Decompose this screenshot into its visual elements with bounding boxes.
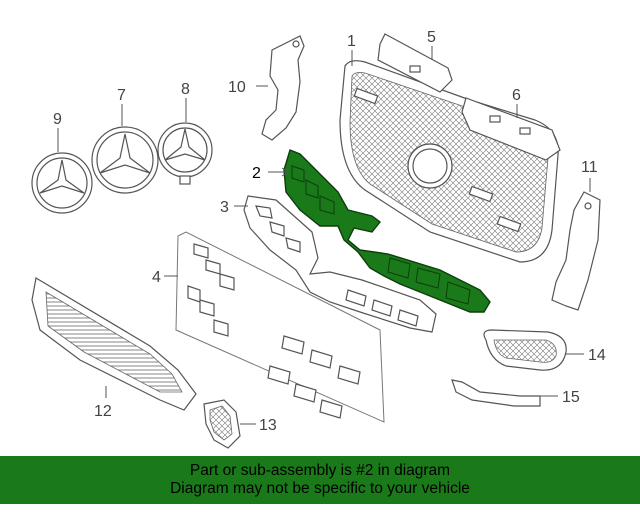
part-12-lower-grille[interactable] <box>31 277 197 411</box>
banner-line-1: Part or sub-assembly is #2 in diagram <box>189 462 451 479</box>
callout-1: 1 <box>347 33 356 50</box>
part-10-bracket[interactable] <box>261 35 305 141</box>
part-9-emblem[interactable] <box>31 152 93 214</box>
callout-11: 11 <box>581 159 598 176</box>
part-4-insert-set[interactable] <box>175 231 385 423</box>
callout-7: 7 <box>117 87 126 104</box>
callout-13: 13 <box>259 417 277 434</box>
callout-12: 12 <box>94 403 112 420</box>
callout-labels: 1 5 6 7 8 9 10 11 2 3 4 12 13 14 15 <box>53 29 606 434</box>
parts-diagram: 1 5 6 7 8 9 10 11 2 3 4 12 13 14 15 <box>31 29 606 449</box>
part-11-bracket[interactable] <box>551 191 601 311</box>
info-banner: Part or sub-assembly is #2 in diagram Di… <box>0 456 640 504</box>
banner-line-2: Diagram may not be specific to your vehi… <box>170 480 470 497</box>
leader-lines <box>57 46 591 425</box>
callout-2: 2 <box>252 165 261 182</box>
callout-3: 3 <box>220 199 229 216</box>
part-1-grille[interactable] <box>339 60 559 263</box>
callout-10: 10 <box>228 79 246 96</box>
part-14-grille[interactable] <box>483 329 567 371</box>
part-3-trim[interactable] <box>243 195 437 333</box>
callout-4: 4 <box>152 269 161 286</box>
part-15-molding[interactable] <box>451 379 541 407</box>
callout-6: 6 <box>512 87 521 104</box>
callout-14: 14 <box>588 347 606 364</box>
callout-5: 5 <box>427 29 436 46</box>
callout-15: 15 <box>562 389 580 406</box>
part-5-bracket[interactable] <box>377 33 453 93</box>
part-6-bracket[interactable] <box>461 97 561 161</box>
callout-9: 9 <box>53 111 62 128</box>
part-7-emblem[interactable] <box>91 126 159 194</box>
part-13-small-grille[interactable] <box>203 399 241 449</box>
part-2-trim-highlighted[interactable] <box>283 149 491 313</box>
part-8-emblem[interactable] <box>157 122 213 185</box>
callout-8: 8 <box>181 81 190 98</box>
